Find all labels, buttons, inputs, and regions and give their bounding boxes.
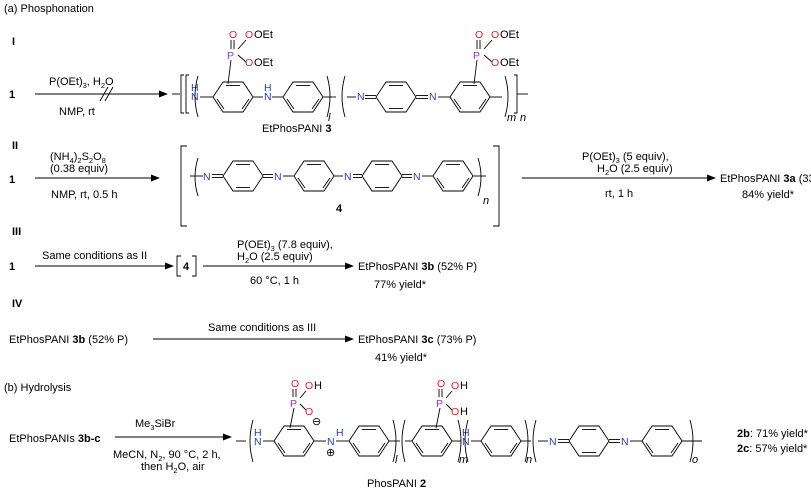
svg-text:o: o	[692, 454, 698, 466]
svg-text:N: N	[462, 436, 470, 448]
rowB-reagent: Me3SiBr	[135, 418, 176, 432]
section-b-label: (b) Hydrolysis	[4, 382, 72, 394]
rowII-conditions: NMP, rt, 0.5 h	[51, 189, 117, 201]
rowII-yield: 84% yield*	[742, 189, 795, 201]
svg-text:O: O	[451, 380, 459, 392]
svg-text:N: N	[429, 91, 437, 103]
rowB-product-label: PhosPANI 2	[367, 478, 426, 490]
roman-III: III	[12, 226, 21, 238]
rowB-start: EtPhosPANIs 3b-c	[9, 433, 101, 445]
rowIII-product: EtPhosPANI 3b (52% P)	[358, 261, 477, 273]
rowII-reagent-equiv: (0.38 equiv)	[50, 163, 108, 175]
svg-text:m: m	[459, 454, 468, 466]
svg-text:O: O	[245, 29, 253, 41]
rowB-cond1: MeCN, N2, 90 °C, 2 h,	[113, 449, 221, 463]
rowI-reagent: P(OEt)3, H2O	[49, 76, 114, 90]
section-a-label: (a) Phosphonation	[4, 3, 94, 15]
svg-text:H: H	[264, 82, 272, 94]
polymer-2-structure: N H N H ⊕ l P O O H O ⊖ N H m P	[236, 378, 702, 466]
rowI-conditions: NMP, rt	[59, 106, 95, 118]
svg-text:N: N	[264, 91, 272, 103]
rowII-reagent: (NH4)2S2O8	[50, 151, 106, 165]
svg-text:O: O	[451, 406, 459, 418]
svg-text:N: N	[413, 171, 421, 183]
rowIII-bracket-4: 4	[183, 261, 190, 273]
svg-text:P: P	[436, 398, 443, 410]
svg-text:P: P	[227, 50, 234, 62]
svg-text:m: m	[507, 112, 516, 124]
svg-text:O: O	[305, 380, 313, 392]
svg-text:N: N	[344, 171, 352, 183]
svg-text:OEt: OEt	[500, 29, 519, 41]
svg-text:N: N	[254, 436, 262, 448]
svg-text:O: O	[291, 378, 299, 390]
rowI-product-label: EtPhosPANI 3	[262, 123, 332, 135]
rowI-cmpd1: 1	[9, 89, 15, 101]
svg-text:H: H	[191, 82, 199, 94]
svg-text:H: H	[314, 380, 322, 392]
svg-text:n: n	[520, 112, 526, 124]
svg-text:N: N	[621, 436, 629, 448]
rowIII-cmpd1: 1	[9, 261, 15, 273]
rowIII-step2-reagent-line2: H2O (2.5 equiv)	[237, 251, 313, 265]
rowII-step2-conditions: rt, 1 h	[605, 188, 633, 200]
rowIV-start: EtPhosPANI 3b (52% P)	[9, 334, 128, 346]
rowII-cmpd1: 1	[9, 174, 15, 186]
rowIII-conditions1: Same conditions as II	[42, 250, 147, 262]
svg-text:O: O	[491, 57, 499, 69]
svg-text:O: O	[229, 29, 237, 41]
roman-IV: IV	[12, 298, 23, 310]
rowB-cation: ⊕	[326, 447, 335, 459]
svg-text:O: O	[437, 378, 445, 390]
svg-text:OEt: OEt	[254, 57, 273, 69]
svg-text:O: O	[305, 406, 313, 418]
svg-text:O: O	[491, 29, 499, 41]
rowIII-step2-reagent-line1: P(OEt)3 (7.8 equiv),	[237, 239, 333, 253]
svg-text:N: N	[357, 91, 365, 103]
svg-text:l: l	[328, 112, 331, 124]
rowB-yield-2b: 2b: 71% yield*	[737, 428, 809, 440]
svg-text:O: O	[475, 29, 483, 41]
rowIII-step2-conditions: 60 °C, 1 h	[250, 275, 299, 287]
svg-text:H: H	[460, 406, 468, 418]
polymer-3-structure: H N H N l P O O OEt O OEt N N	[172, 29, 528, 124]
intermediate-4-structure: N N N N n 4	[180, 145, 500, 227]
rowIV-conditions: Same conditions as III	[208, 322, 316, 334]
svg-text:N: N	[327, 436, 335, 448]
rowIV-yield: 41% yield*	[375, 352, 428, 364]
svg-text:OEt: OEt	[254, 29, 273, 41]
svg-text:N: N	[274, 171, 282, 183]
svg-text:l: l	[395, 454, 398, 466]
rowB-anion: ⊖	[312, 416, 321, 428]
svg-text:H: H	[254, 427, 262, 439]
svg-text:H: H	[460, 380, 468, 392]
svg-text:P: P	[473, 50, 480, 62]
roman-I: I	[12, 36, 15, 48]
rowB-yield-2c: 2c: 57% yield*	[737, 443, 808, 455]
rowIII-yield: 77% yield*	[374, 279, 427, 291]
svg-text:N: N	[203, 171, 211, 183]
svg-text:H: H	[336, 427, 344, 439]
svg-text:O: O	[245, 57, 253, 69]
svg-text:N: N	[549, 436, 557, 448]
svg-text:OEt: OEt	[500, 57, 519, 69]
rowII-step2-reagent-line1: P(OEt)3 (5 equiv),	[582, 151, 669, 165]
roman-II: II	[12, 140, 18, 152]
intermediate-4-label: 4	[336, 203, 343, 215]
svg-text:P: P	[290, 398, 297, 410]
rowII-step2-reagent-line2: H2O (2.5 equiv)	[597, 163, 673, 177]
rowB-cond2: then H2O, air	[141, 461, 205, 475]
svg-text:n: n	[526, 454, 532, 466]
svg-text:n: n	[483, 195, 489, 207]
rowII-product: EtPhosPANI 3a (33% P)	[720, 173, 811, 185]
rowIV-product: EtPhosPANI 3c (73% P)	[358, 334, 476, 346]
